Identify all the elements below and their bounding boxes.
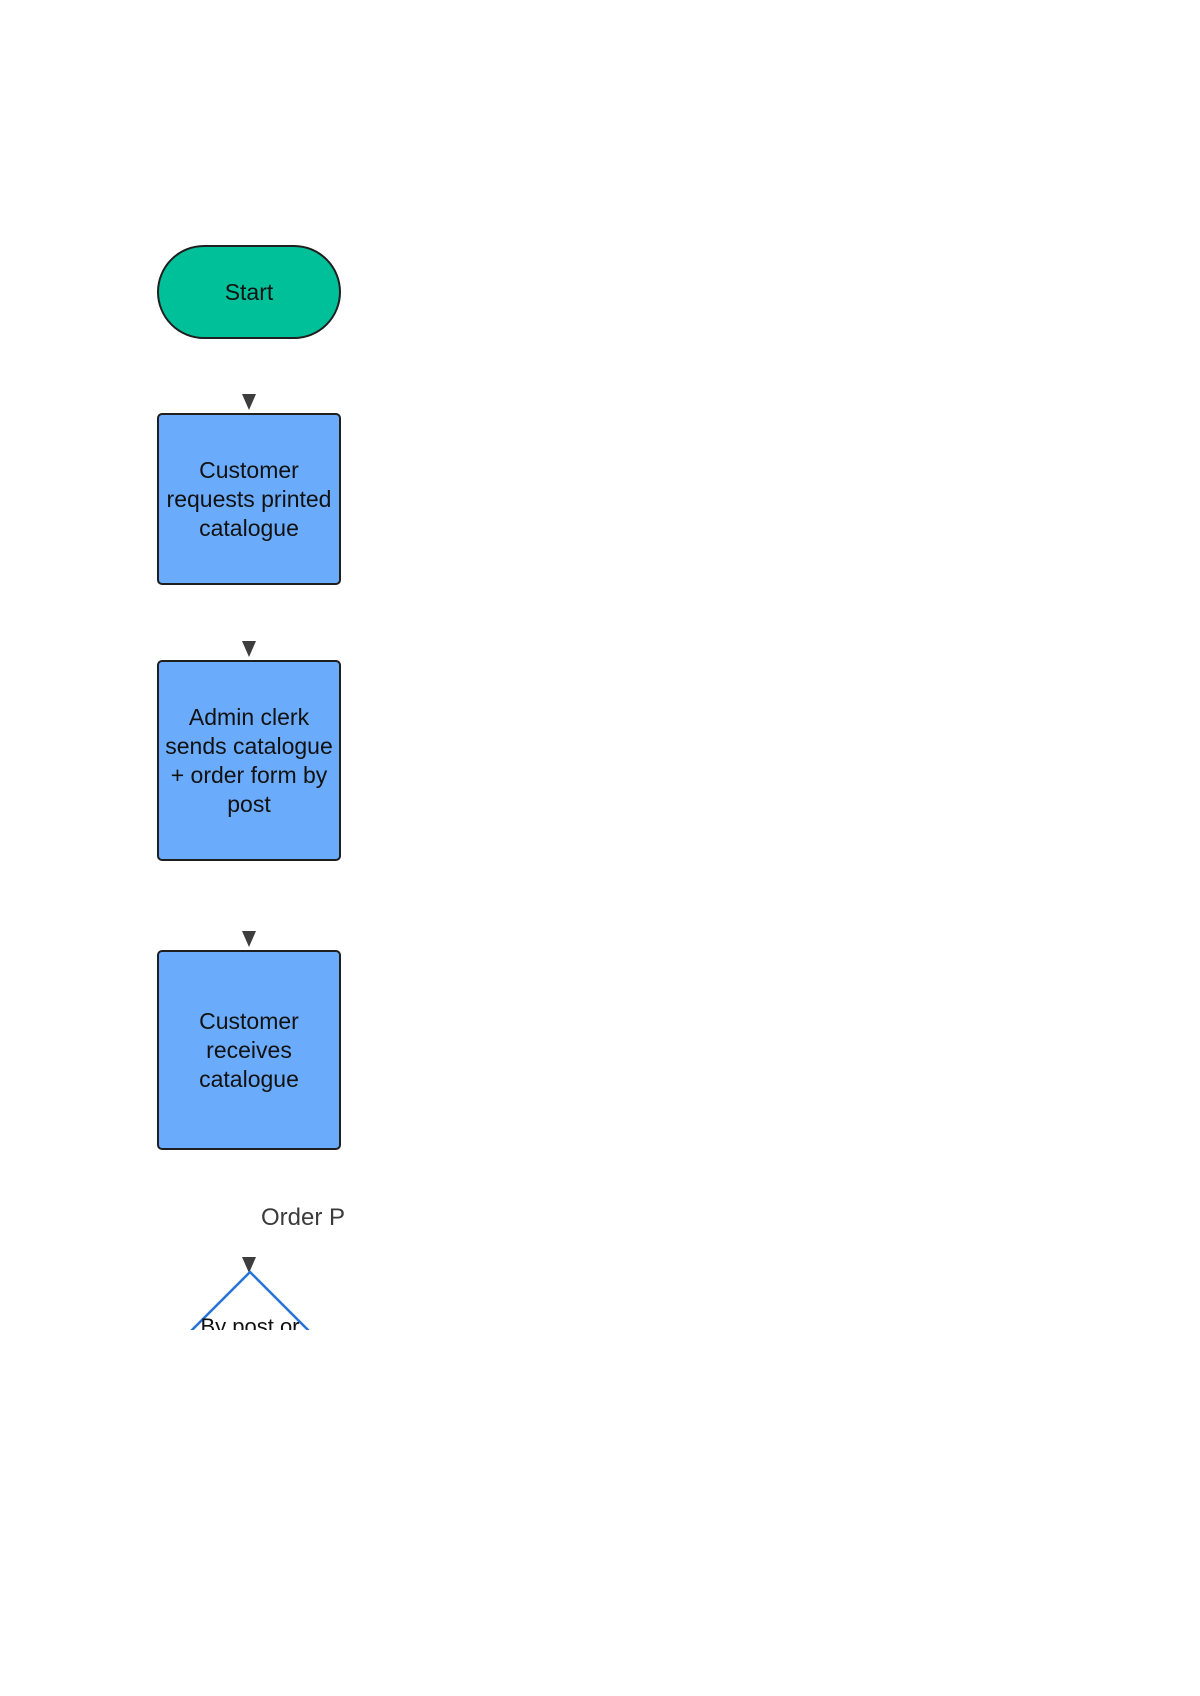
decision-label: By post or — [200, 1314, 300, 1330]
section-label: Order P — [261, 1204, 346, 1231]
customer-receives-catalogue-node[interactable]: Customer receives catalogue — [157, 950, 341, 1150]
customer-requests-catalogue-node[interactable]: Customer requests printed catalogue — [157, 413, 341, 585]
connector-arrowhead — [242, 394, 256, 410]
connector-arrowhead — [242, 641, 256, 657]
connector-arrowhead — [242, 931, 256, 947]
connector-arrowhead — [242, 1257, 256, 1273]
clerk-sends-catalogue-node[interactable]: Admin clerk sends catalogue + order form… — [157, 660, 341, 861]
start-terminal-node[interactable]: Start — [157, 245, 341, 339]
decision-node-clipped[interactable]: By post or — [150, 1270, 350, 1330]
